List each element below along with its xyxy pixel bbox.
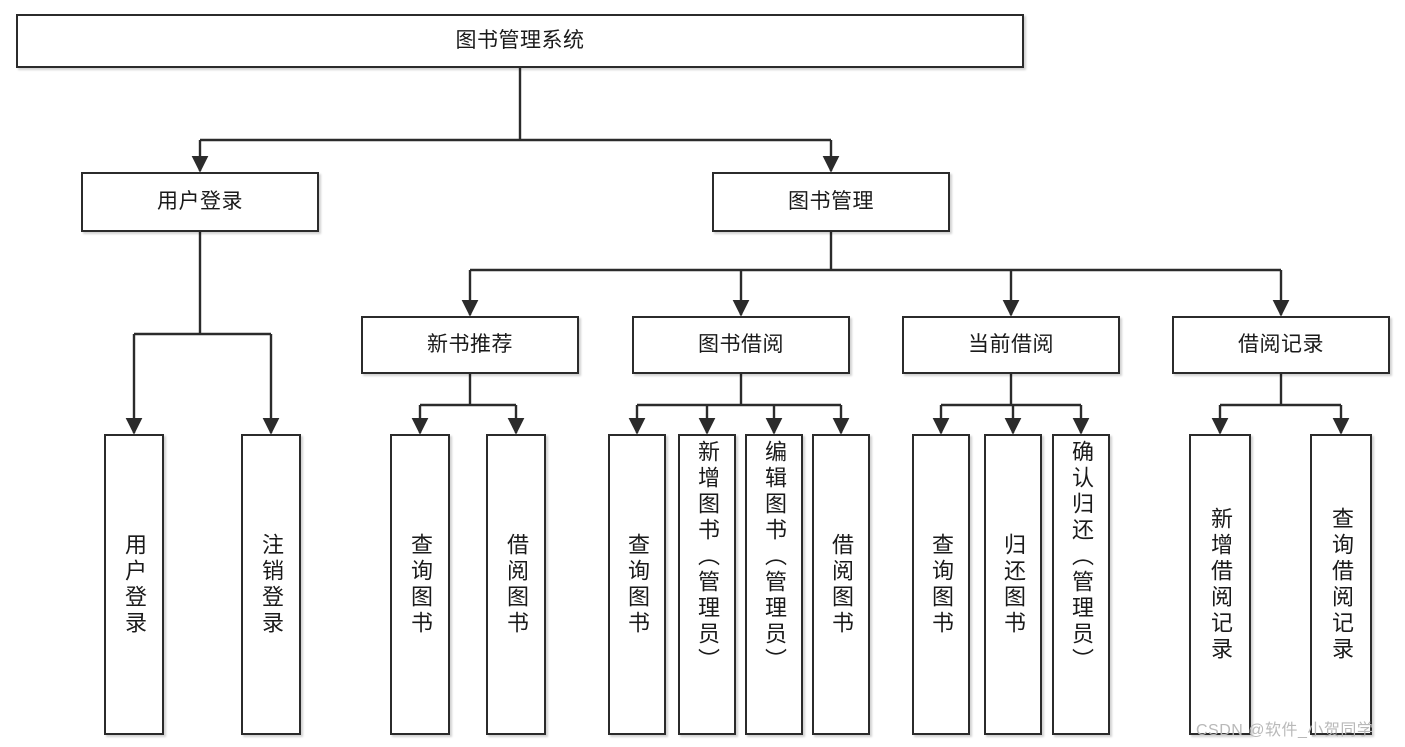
leaf-recommend-borrow-book[interactable]: 借阅图书 [486,434,546,735]
node-borrow-record[interactable]: 借阅记录 [1172,316,1390,374]
leaf-recommend-query-book-label: 查询图书 [408,532,433,637]
leaf-record-query-borrow-record[interactable]: 查询借阅记录 [1310,434,1372,735]
leaf-current-confirm-return-admin[interactable]: 确认归还（管理员） [1052,434,1110,735]
leaf-borrow-add-book-admin-label: 新增图书（管理员） [695,440,720,674]
node-new-book-recommend-label: 新书推荐 [427,332,513,356]
leaf-borrow-borrow-book-label: 借阅图书 [829,532,854,637]
leaf-recommend-query-book[interactable]: 查询图书 [390,434,450,735]
leaf-user-login-label: 用户登录 [122,532,147,637]
node-new-book-recommend[interactable]: 新书推荐 [361,316,579,374]
leaf-record-query-borrow-record-label: 查询借阅记录 [1329,506,1354,663]
leaf-borrow-edit-book-admin[interactable]: 编辑图书（管理员） [745,434,803,735]
node-root-label: 图书管理系统 [455,28,585,52]
node-book-manage[interactable]: 图书管理 [712,172,950,232]
leaf-current-confirm-return-admin-label: 确认归还（管理员） [1069,440,1094,674]
node-user-login[interactable]: 用户登录 [81,172,319,232]
node-book-borrow[interactable]: 图书借阅 [632,316,850,374]
leaf-borrow-add-book-admin[interactable]: 新增图书（管理员） [678,434,736,735]
node-user-login-label: 用户登录 [157,189,243,213]
node-current-borrow[interactable]: 当前借阅 [902,316,1120,374]
leaf-user-logout[interactable]: 注销登录 [241,434,301,735]
leaf-borrow-borrow-book[interactable]: 借阅图书 [812,434,870,735]
leaf-recommend-borrow-book-label: 借阅图书 [504,532,529,637]
leaf-current-return-book[interactable]: 归还图书 [984,434,1042,735]
leaf-current-query-book[interactable]: 查询图书 [912,434,970,735]
leaf-borrow-edit-book-admin-label: 编辑图书（管理员） [762,440,787,674]
leaf-user-logout-label: 注销登录 [259,532,284,637]
leaf-record-add-borrow-record-label: 新增借阅记录 [1208,506,1233,663]
node-borrow-record-label: 借阅记录 [1238,332,1324,356]
leaf-user-login[interactable]: 用户登录 [104,434,164,735]
node-current-borrow-label: 当前借阅 [968,332,1054,356]
leaf-record-add-borrow-record[interactable]: 新增借阅记录 [1189,434,1251,735]
node-root[interactable]: 图书管理系统 [16,14,1024,68]
leaf-current-query-book-label: 查询图书 [929,532,954,637]
leaf-borrow-query-book[interactable]: 查询图书 [608,434,666,735]
node-book-borrow-label: 图书借阅 [698,332,784,356]
leaf-current-return-book-label: 归还图书 [1001,532,1026,637]
leaf-borrow-query-book-label: 查询图书 [625,532,650,637]
node-book-manage-label: 图书管理 [788,189,874,213]
